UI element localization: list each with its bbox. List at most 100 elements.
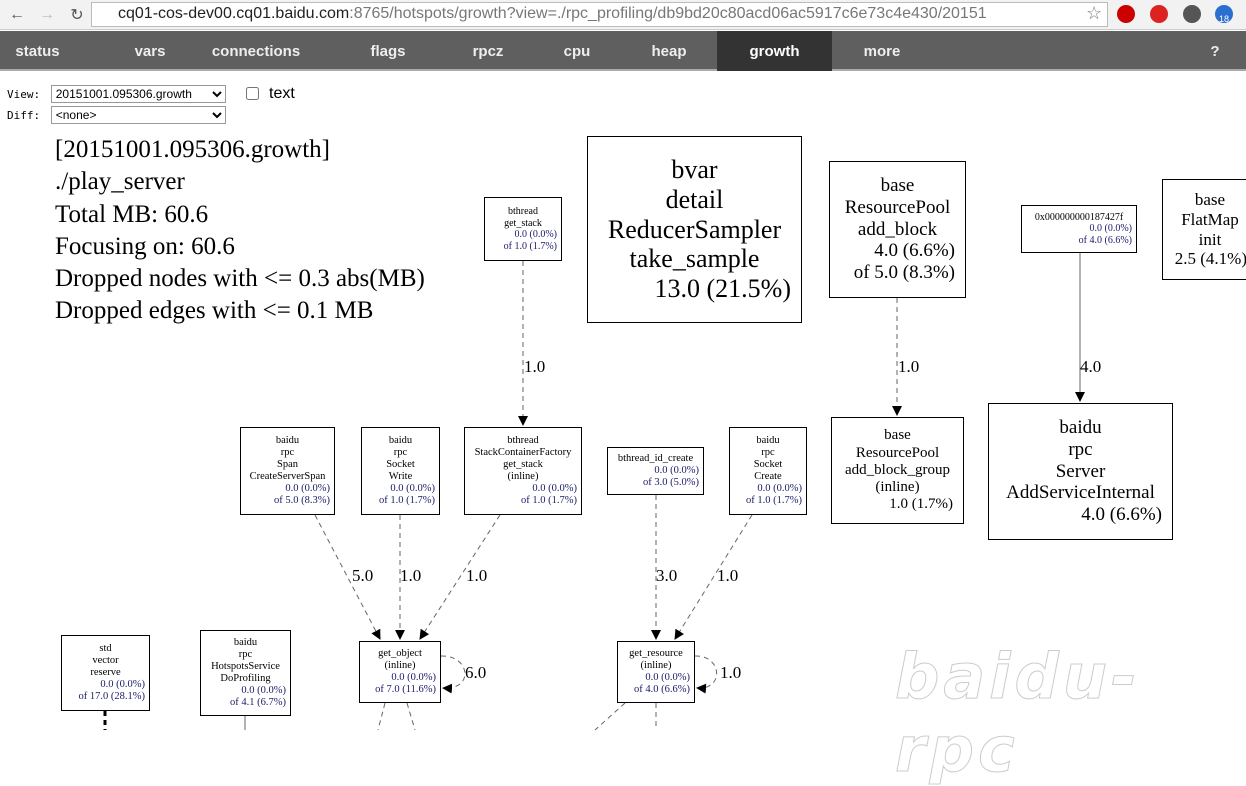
- view-select[interactable]: 20151001.095306.growth: [50, 85, 226, 103]
- diff-label: Diff:: [7, 109, 41, 122]
- graph-node[interactable]: get_object(inline)0.0 (0.0%)of 7.0 (11.6…: [359, 641, 441, 703]
- node-name-line: ReducerSampler: [607, 214, 782, 244]
- url-host: cq01-cos-dev00.cq01.baidu.com: [118, 5, 350, 22]
- edge: [594, 702, 626, 730]
- node-name-line: bthread: [507, 434, 539, 446]
- edge-label: 1.0: [717, 566, 739, 585]
- back-icon[interactable]: ←: [9, 5, 25, 23]
- menu-item-status[interactable]: status: [15, 43, 60, 60]
- edge-label: 5.0: [352, 566, 374, 585]
- node-name-line: DoProfiling: [220, 673, 271, 684]
- edge-label: 1.0: [400, 566, 422, 585]
- node-value: 4.0 (6.6%): [1081, 504, 1162, 526]
- menu-item-more[interactable]: more: [863, 43, 901, 60]
- node-name-line: Span: [277, 458, 298, 470]
- node-value: of 1.0 (1.7%): [503, 240, 557, 252]
- diff-select[interactable]: <none>: [50, 106, 226, 124]
- node-name-line: get_object: [378, 647, 422, 659]
- edge-label: 1.0: [898, 357, 920, 376]
- edge-label: 1.0: [466, 566, 488, 585]
- reload-icon[interactable]: ↻: [70, 6, 84, 24]
- edge: [419, 514, 501, 640]
- edge: [694, 655, 718, 694]
- menu-item-connections[interactable]: connections: [211, 43, 301, 60]
- node-value: 4.0 (6.6%): [874, 240, 955, 262]
- node-value: of 1.0 (1.7%): [521, 495, 577, 507]
- diff-row: Diff: <none>: [7, 106, 226, 124]
- extension-badge-icon[interactable]: 18: [1215, 5, 1233, 24]
- menu-item-help[interactable]: ?: [1210, 43, 1220, 60]
- forward-icon[interactable]: →: [39, 5, 55, 23]
- extension-evernote-icon[interactable]: [1183, 5, 1201, 23]
- node-value: 0.0 (0.0%): [532, 483, 577, 495]
- menu-item-flags[interactable]: flags: [370, 43, 406, 60]
- graph-node[interactable]: get_resource(inline)0.0 (0.0%)of 4.0 (6.…: [617, 641, 695, 703]
- node-name-line: std: [99, 642, 112, 654]
- edge-label: 1.0: [720, 663, 742, 682]
- text-label: text: [269, 85, 295, 102]
- node-value: 2.5 (4.1%): [1174, 249, 1246, 269]
- node-name-line: vector: [92, 654, 119, 666]
- edge: [440, 655, 466, 694]
- node-name-line: add_block_group: [845, 461, 950, 478]
- node-name-line: init: [1198, 229, 1222, 249]
- address-bar[interactable]: cq01-cos-dev00.cq01.baidu.com:8765/hotsp…: [91, 2, 1108, 27]
- node-value: 0.0 (0.0%): [514, 229, 558, 240]
- node-name-line: (inline): [875, 479, 920, 496]
- info-line: Dropped nodes with <= 0.3 abs(MB): [55, 265, 425, 293]
- node-value: of 4.1 (6.7%): [230, 697, 286, 709]
- node-value: 0.0 (0.0%): [100, 679, 145, 691]
- node-name-line: baidu: [388, 434, 413, 446]
- node-value: of 7.0 (11.6%): [375, 684, 436, 696]
- node-name-line: add_block: [857, 218, 938, 240]
- node-name-line: base: [884, 427, 911, 444]
- node-name-line: bvar: [671, 154, 718, 184]
- node-name-line: get_resource: [629, 647, 683, 659]
- menu-item-growth[interactable]: growth: [717, 31, 832, 71]
- node-name-line: base: [880, 174, 915, 196]
- node-name-line: Create: [754, 471, 782, 482]
- edge-label: 1.0: [524, 357, 546, 376]
- menu-item-cpu[interactable]: cpu: [563, 43, 591, 60]
- nav-menu: status vars connections flags rpcz cpu heap gro…: [0, 31, 1246, 71]
- menu-item-rpcz[interactable]: rpcz: [472, 43, 504, 60]
- edge-label: 4.0: [1080, 357, 1102, 376]
- node-name-line: HotspotsService: [211, 660, 280, 672]
- node-value: of 17.0 (28.1%): [78, 691, 146, 703]
- node-name-line: CreateServerSpan: [249, 471, 326, 482]
- menu-item-vars[interactable]: vars: [134, 43, 166, 60]
- text-checkbox[interactable]: [246, 87, 260, 100]
- node-value: 0.0 (0.0%): [757, 483, 802, 495]
- node-name-line: AddServiceInternal: [1006, 482, 1155, 504]
- edge-label: 6.0: [465, 663, 487, 682]
- node-value: of 3.0 (5.0%): [643, 477, 699, 489]
- extension-shield-icon[interactable]: [1150, 5, 1168, 23]
- edge: [674, 514, 753, 640]
- node-value: 0.0 (0.0%): [285, 483, 330, 495]
- info-line: ./play_server: [55, 168, 185, 196]
- node-name-line: get_stack: [503, 458, 543, 470]
- node-name-line: reserve: [90, 666, 121, 678]
- menu-item-heap[interactable]: heap: [651, 43, 687, 60]
- bookmark-star-icon[interactable]: ☆: [1086, 3, 1103, 23]
- node-name-line: Socket: [386, 458, 415, 470]
- node-value: 0.0 (0.0%): [1089, 223, 1133, 235]
- node-value: 0.0 (0.0%): [391, 672, 436, 683]
- graph-edges: [103, 253, 1085, 730]
- extension-stop-icon[interactable]: [1117, 5, 1135, 23]
- node-name-line: StackContainerFactory: [474, 446, 572, 458]
